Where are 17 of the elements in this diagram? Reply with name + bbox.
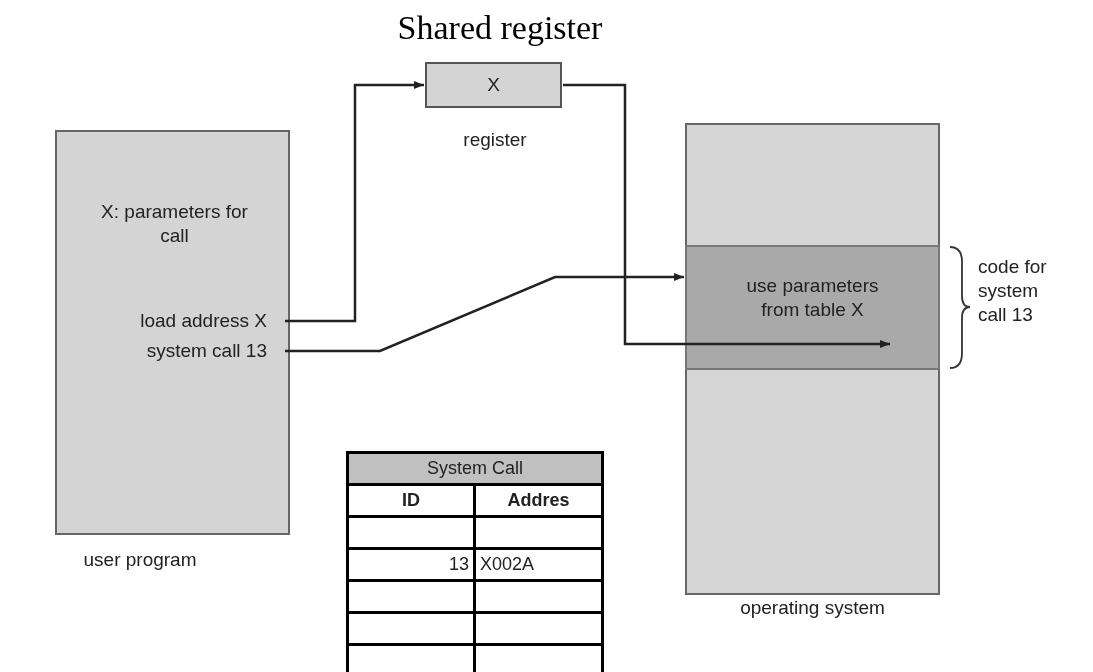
caption-text: register — [462, 128, 528, 152]
register-value: X — [486, 73, 501, 97]
diagram-title: Shared register — [396, 8, 604, 48]
arrow — [285, 273, 684, 353]
node-text: use parameters from table X — [745, 274, 880, 322]
code-band — [685, 245, 940, 370]
code-line-text: system call 13 — [72, 338, 267, 364]
program-box — [55, 130, 290, 535]
arrow — [563, 83, 890, 348]
register-box — [425, 62, 562, 108]
caption-text: operating system — [739, 596, 886, 620]
brace-caption: code for system call 13 — [978, 255, 1048, 327]
caption-text: user program — [82, 548, 198, 572]
arrow — [285, 81, 424, 323]
memory-box — [685, 123, 940, 595]
code-line-text: load address X — [72, 308, 267, 334]
node-text: X: parameters for call — [100, 200, 249, 248]
